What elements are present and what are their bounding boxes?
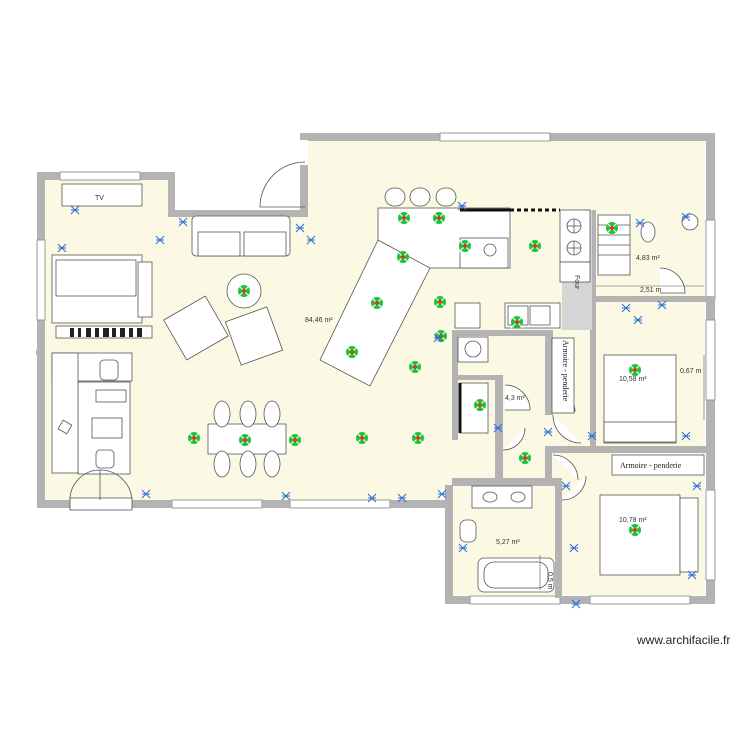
dimension-bedroom1: 0,67 m: [680, 368, 702, 375]
light-icon: [288, 433, 302, 447]
bar-stools: [384, 187, 457, 207]
socket-icon: [692, 481, 702, 491]
dimension-wc-width: 2,51 m: [640, 287, 662, 294]
socket-icon: [569, 543, 579, 553]
socket-icon: [458, 543, 468, 553]
socket-icon: [493, 423, 503, 433]
wardrobe-vertical-label: Armoire - penderie: [561, 340, 570, 402]
light-icon: [187, 431, 201, 445]
socket-icon: [621, 303, 631, 313]
light-icon: [628, 523, 642, 537]
dimension-bathroom: 0,5 m: [546, 572, 553, 590]
light-icon: [432, 211, 446, 225]
entrance-door: [69, 469, 133, 511]
fridge-icon: [566, 218, 582, 256]
socket-icon: [397, 493, 407, 503]
wardrobe-horizontal-label: Armoire - penderie: [620, 461, 682, 470]
light-icon: [370, 296, 384, 310]
bookshelf: [70, 328, 142, 337]
socket-icon: [70, 205, 80, 215]
light-icon: [433, 295, 447, 309]
socket-icon: [178, 217, 188, 227]
light-icon: [518, 451, 532, 465]
light-fixtures: [187, 211, 642, 537]
socket-icon: [437, 489, 447, 499]
socket-icon: [281, 491, 291, 501]
light-icon: [528, 239, 542, 253]
area-label-laundry: 4,3 m²: [505, 395, 526, 402]
light-icon: [510, 315, 524, 329]
socket-icon: [295, 223, 305, 233]
socket-icon: [561, 481, 571, 491]
light-icon: [238, 433, 252, 447]
light-icon: [458, 239, 472, 253]
area-label-bathroom: 5,27 m²: [496, 539, 520, 546]
area-label-main: 84,46 m²: [305, 317, 333, 324]
electrical-symbols: [57, 201, 702, 609]
dimension-lines: [539, 285, 705, 590]
socket-icon: [433, 333, 443, 343]
watermark: www.archifacile.fr: [637, 633, 731, 647]
light-icon: [237, 284, 251, 298]
bedroom1-furniture: [551, 337, 677, 444]
windows: [36, 132, 716, 605]
light-icon: [473, 398, 487, 412]
area-label-wc: 4,83 m²: [636, 255, 660, 262]
light-icon: [411, 431, 425, 445]
light-icon: [408, 360, 422, 374]
socket-icon: [587, 431, 597, 441]
socket-icon: [367, 493, 377, 503]
area-label-bedroom2: 10,78 m²: [619, 517, 647, 524]
light-icon: [434, 329, 448, 343]
oven-label: Four: [573, 275, 580, 290]
light-icon: [396, 250, 410, 264]
socket-icon: [657, 300, 667, 310]
light-icon: [605, 221, 619, 235]
light-icon: [355, 431, 369, 445]
socket-icon: [543, 427, 553, 437]
socket-icon: [681, 212, 691, 222]
socket-icon: [633, 315, 643, 325]
balcony-door: [259, 161, 306, 208]
socket-icon: [57, 243, 67, 253]
socket-icon: [635, 218, 645, 228]
socket-icon: [571, 599, 581, 609]
tv-label: TV: [95, 195, 104, 202]
socket-icon: [141, 489, 151, 499]
light-icon: [628, 363, 642, 377]
light-icon: [397, 211, 411, 225]
bathroom-fixtures: [459, 485, 555, 593]
socket-icon: [681, 431, 691, 441]
socket-icon: [155, 235, 165, 245]
socket-icon: [306, 235, 316, 245]
area-label-bedroom1: 10,58 m²: [619, 376, 647, 383]
office-furniture: [51, 352, 133, 475]
socket-icon: [457, 201, 467, 211]
light-icon: [345, 345, 359, 359]
socket-icon: [687, 570, 697, 580]
